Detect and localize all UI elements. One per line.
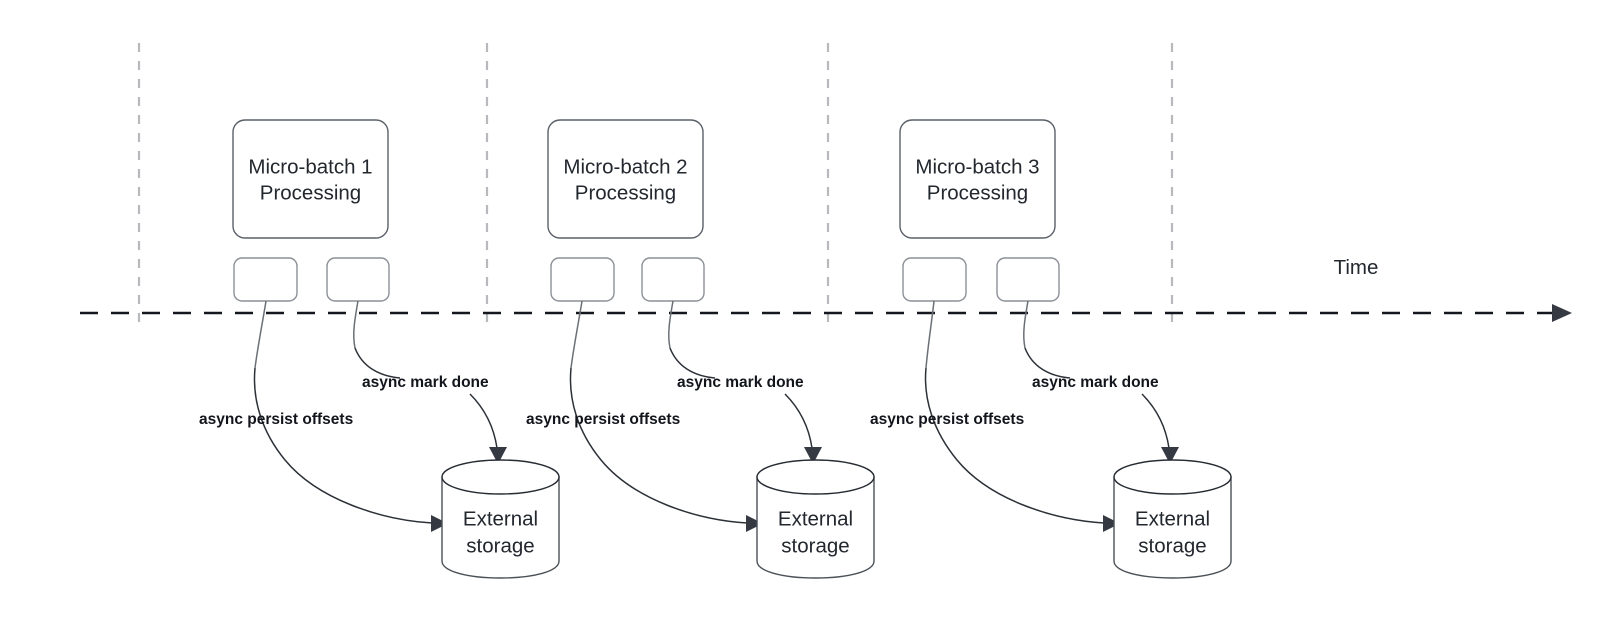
group-2-mark-done-edge: [669, 347, 716, 379]
group-1-mark-done-arrowhead: [489, 447, 507, 464]
group-2-persist-offsets-task-box[interactable]: [550, 257, 615, 302]
micro-batch-1-label-line1: Micro-batch 1: [248, 155, 372, 178]
group-3-storage-label-line2: storage: [1138, 534, 1206, 557]
group-3-storage-body: [1113, 476, 1232, 579]
group-2: Micro-batch 2 Processing async persist o…: [526, 119, 875, 579]
group-3-mark-done-label: async mark done: [1032, 374, 1159, 391]
micro-batch-1-label-line2: Processing: [260, 181, 361, 204]
group-2-persist-offsets-stub: [570, 300, 583, 369]
group-2-storage-label-line1: External: [778, 507, 853, 530]
group-2-mark-done-task-box[interactable]: [641, 257, 705, 302]
group-3-persist-offsets-label: async persist offsets: [870, 411, 1024, 428]
micro-batch-3-box[interactable]: [899, 119, 1056, 239]
group-2-persist-offsets-label: async persist offsets: [526, 411, 680, 428]
group-3-mark-done-arrowhead: [1161, 447, 1179, 464]
group-1-storage-top: [441, 459, 560, 495]
micro-batch-2-box[interactable]: [547, 119, 704, 239]
group-1-mark-done-task-box[interactable]: [326, 257, 390, 302]
group-2-mark-done-label: async mark done: [677, 374, 804, 391]
group-2-persist-offsets-edge: [569, 367, 748, 524]
group-3-persist-offsets-arrowhead: [1103, 515, 1120, 532]
group-3-storage-top: [1113, 459, 1232, 495]
group-3-mark-done-edge: [1024, 347, 1071, 379]
group-1-persist-offsets-edge: [253, 367, 433, 524]
group-2-persist-offsets-arrowhead: [746, 515, 763, 532]
micro-batch-3-label-line2: Processing: [927, 181, 1028, 204]
group-2-mark-done-edge-2: [784, 393, 813, 449]
micro-batch-2-label-line1: Micro-batch 2: [563, 155, 687, 178]
group-3-mark-done-task-box[interactable]: [996, 257, 1060, 302]
group-3-storage-label-line1: External: [1135, 507, 1210, 530]
group-1-mark-done-stub: [353, 300, 359, 349]
group-1-storage-body: [441, 476, 560, 579]
micro-batch-1-box[interactable]: [232, 119, 389, 239]
group-2-mark-done-arrowhead: [804, 447, 822, 464]
micro-batch-3-label-line1: Micro-batch 3: [915, 155, 1039, 178]
group-3-persist-offsets-edge: [924, 367, 1105, 524]
group-3-persist-offsets-stub: [925, 300, 935, 369]
group-1-mark-done-edge: [354, 347, 401, 379]
group-3-mark-done-stub: [1023, 300, 1029, 349]
timeline-arrow-icon: [1552, 304, 1572, 322]
group-3: Micro-batch 3 Processing async persist o…: [870, 119, 1232, 579]
group-1: Micro-batch 1 Processing async persist o…: [199, 119, 560, 579]
group-3-persist-offsets-task-box[interactable]: [902, 257, 967, 302]
group-1-persist-offsets-stub: [254, 300, 267, 369]
group-1-external-storage[interactable]: External storage: [441, 459, 560, 579]
group-2-mark-done-stub: [668, 300, 674, 349]
micro-batch-2-label-line2: Processing: [575, 181, 676, 204]
timeline-axis: Time: [80, 256, 1572, 322]
group-1-persist-offsets-arrowhead: [431, 515, 448, 532]
group-3-mark-done-edge-2: [1141, 393, 1170, 449]
time-axis-label: Time: [1334, 256, 1379, 279]
group-2-storage-body: [756, 476, 875, 579]
group-2-external-storage[interactable]: External storage: [756, 459, 875, 579]
group-3-external-storage[interactable]: External storage: [1113, 459, 1232, 579]
boundary-tick-lines: [137, 43, 1174, 330]
group-1-persist-offsets-task-box[interactable]: [233, 257, 298, 302]
group-1-persist-offsets-label: async persist offsets: [199, 411, 353, 428]
group-2-storage-label-line2: storage: [781, 534, 849, 557]
group-1-storage-label-line2: storage: [466, 534, 534, 557]
group-2-storage-top: [756, 459, 875, 495]
group-1-mark-done-edge-2: [469, 393, 498, 449]
group-1-mark-done-label: async mark done: [362, 374, 489, 391]
group-1-storage-label-line1: External: [463, 507, 538, 530]
